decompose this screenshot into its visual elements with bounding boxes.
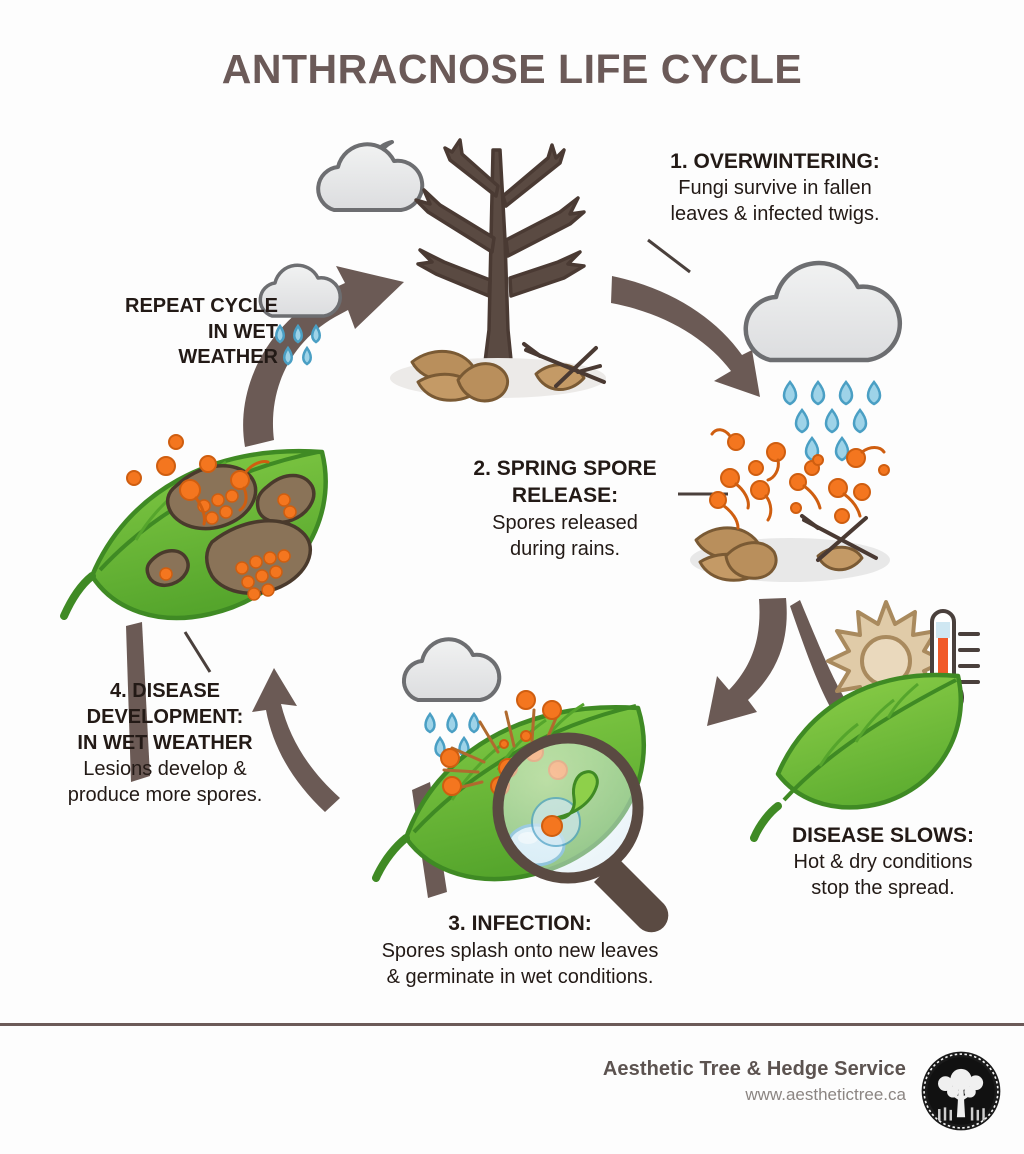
repeat-cycle-line-2: IN WET (208, 320, 278, 343)
step-overwintering-text: 1. OVERWINTERING: Fungi survive in falle… (630, 148, 920, 227)
step-overwintering-body-line-1: Fungi survive in fallen (678, 177, 872, 200)
magnifier-icon (492, 732, 669, 933)
step-infection-body-line-1: Spores splash onto new leaves (381, 939, 659, 962)
raindrops (782, 379, 882, 462)
lesion-spores (159, 489, 297, 601)
step-overwintering-heading: 1. OVERWINTERING: (670, 150, 880, 173)
step-infection-text: 3. INFECTION: Spores splash onto new lea… (330, 910, 710, 991)
spore-tails-release (710, 428, 886, 530)
step-development-heading-line-3: IN WET WEATHER (77, 732, 253, 754)
website-url[interactable]: www.aesthetictree.ca (745, 1085, 906, 1104)
leader-line-development (183, 631, 212, 673)
brand-name: Aesthetic Tree & Hedge Service (602, 1058, 906, 1080)
disease-slows-body-line-1: Hot & dry conditions (793, 851, 973, 874)
fallen-leaves-icon (410, 349, 586, 403)
step-disease-development-text: 4. DISEASE DEVELOPMENT: IN WET WEATHER L… (40, 678, 290, 808)
step-development-body-line-2: produce more spores. (67, 784, 263, 806)
twig-release (800, 514, 878, 562)
arrow-release-to-branches (707, 598, 787, 726)
arrow-infection-to-development (252, 668, 340, 812)
step-overwintering-body-line-2: leaves & infected twigs. (670, 203, 880, 226)
rain-cloud-icon-infection (401, 637, 502, 758)
page-title: ANTHRACNOSE LIFE CYCLE (221, 46, 803, 92)
litter-release (694, 526, 864, 582)
step-infection-body-line-2: & germinate in wet conditions. (386, 966, 654, 989)
step-spring-spore-release-text: 2. SPRING SPORE RELEASE: Spores released… (440, 455, 690, 562)
germinating-spore-icon (531, 770, 599, 847)
cloud-icon-night (316, 142, 425, 212)
step-development-heading-line-2: DEVELOPMENT: (86, 706, 244, 728)
twig-icon (522, 342, 606, 388)
step-development-body-line-1: Lesions develop & (83, 758, 247, 780)
healthy-leaf-icon (750, 672, 964, 842)
step-infection-heading: 3. INFECTION: (448, 912, 592, 935)
leader-line-overwintering (647, 238, 691, 274)
disease-slows-heading: DISEASE SLOWS: (791, 824, 975, 847)
step-release-heading-line-1: 2. SPRING SPORE (473, 457, 657, 480)
footer-divider (0, 1023, 1024, 1026)
bare-tree-icon (414, 138, 586, 372)
diseased-leaf-icon (60, 434, 328, 621)
airborne-spores (126, 434, 250, 501)
rain-cloud-icon-repeat (258, 263, 342, 366)
disease-slows-body-line-2: stop the spread. (811, 877, 955, 900)
repeat-cycle-line-1: REPEAT CYCLE (125, 295, 278, 317)
step-release-heading-line-2: RELEASE: (511, 484, 619, 508)
repeat-cycle-label: REPEAT CYCLE IN WET WEATHER (78, 294, 278, 371)
step-development-heading-line-1: 4. DISEASE (109, 680, 221, 702)
rain-cloud-icon-release (743, 260, 903, 462)
tree-badge-logo (921, 1051, 1001, 1131)
arrow-repeat-cycle (243, 266, 404, 447)
step-release-body-line-2: during rains. (509, 537, 621, 560)
arrow-overwintering-to-release (611, 276, 760, 397)
footer-text: Aesthetic Tree & Hedge Service www.aesth… (603, 1058, 906, 1105)
step-release-body-line-1: Spores released (492, 511, 638, 534)
arrow-development-tail (126, 622, 150, 782)
repeat-cycle-line-3: WEATHER (178, 346, 278, 369)
disease-slows-text: DISEASE SLOWS: Hot & dry conditions stop… (758, 822, 1008, 901)
airborne-spore-tails (194, 460, 270, 526)
spore-icon-release (709, 433, 890, 524)
